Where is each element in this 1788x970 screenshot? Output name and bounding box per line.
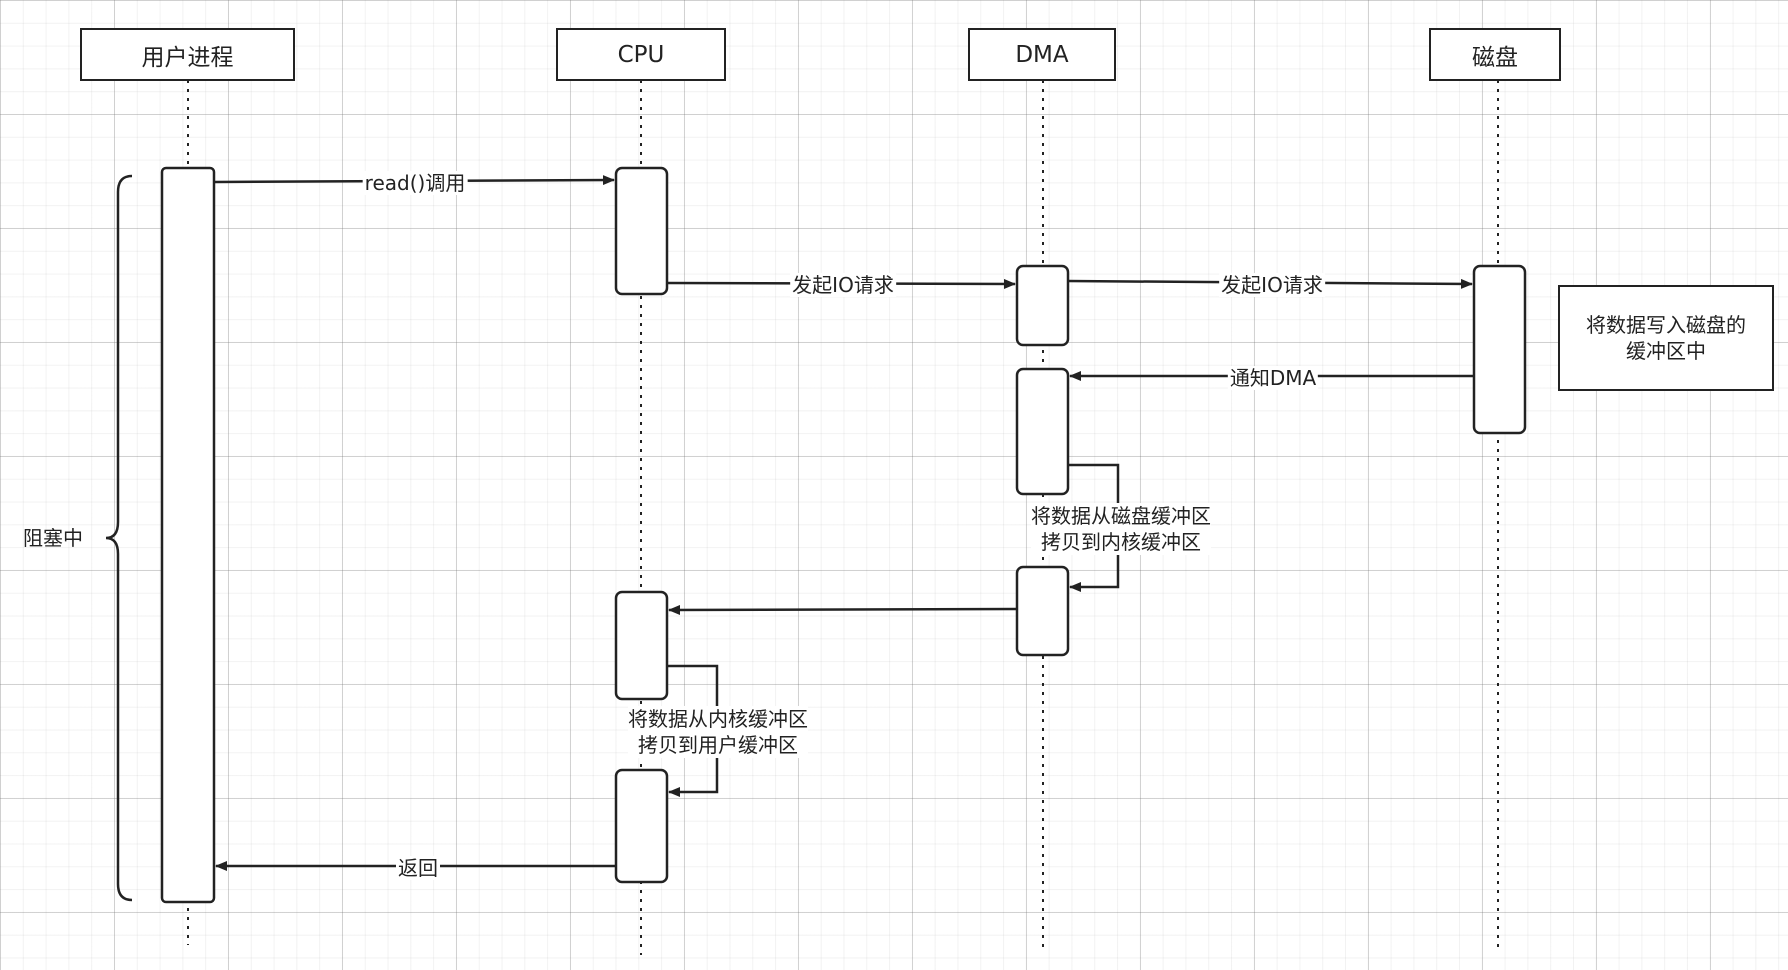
label-cpu-io-request: 发起IO请求 [790,273,896,297]
label-read-call: read()调用 [362,171,468,195]
label-dma-io-request: 发起IO请求 [1219,273,1325,297]
label-cpu-self-copy: 将数据从内核缓冲区 拷贝到用户缓冲区 [628,706,808,758]
participant-dma: DMA [968,28,1116,81]
disk-note: 将数据写入磁盘的 缓冲区中 [1558,285,1774,391]
participant-cpu: CPU [556,28,726,81]
label-dma-self-copy-line-2: 拷贝到内核缓冲区 [1041,530,1201,554]
participant-disk: 磁盘 [1429,28,1561,81]
activation-cpu-1 [614,166,669,296]
activation-cpu-2 [614,590,669,701]
label-dma-self-copy: 将数据从磁盘缓冲区 拷贝到内核缓冲区 [1031,503,1211,555]
blocking-brace [105,174,133,902]
label-notify-dma: 通知DMA [1227,366,1319,390]
label-cpu-self-copy-line-1: 将数据从内核缓冲区 [628,707,808,731]
activation-dma-3 [1015,565,1070,657]
activation-user-process [160,166,216,904]
blocking-label: 阻塞中 [23,526,83,550]
activation-disk [1472,264,1527,435]
activation-dma-2 [1015,367,1070,496]
activation-cpu-3 [614,768,669,884]
label-cpu-self-copy-line-2: 拷贝到用户缓冲区 [638,733,798,757]
label-dma-self-copy-line-1: 将数据从磁盘缓冲区 [1031,504,1211,528]
disk-note-line-1: 将数据写入磁盘的 [1586,313,1746,337]
disk-note-line-2: 缓冲区中 [1626,339,1706,363]
activation-dma-1 [1015,264,1070,347]
arrow-dma-to-cpu [668,604,1018,615]
label-return: 返回 [396,856,440,880]
participant-user-process: 用户进程 [80,28,295,81]
